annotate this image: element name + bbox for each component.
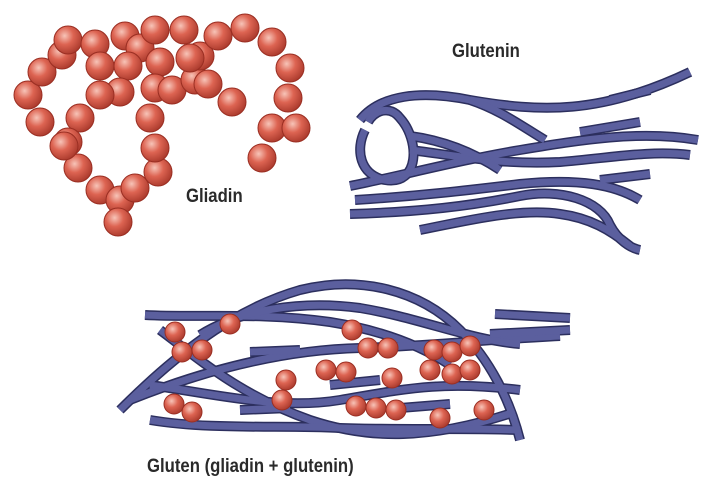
gliadin-bead bbox=[442, 364, 462, 384]
gliadin-bead bbox=[176, 44, 204, 72]
gliadin-bead bbox=[358, 338, 378, 358]
glutenin-strands bbox=[350, 72, 698, 250]
gluten-label: Gluten (gliadin + glutenin) bbox=[147, 456, 354, 478]
gliadin-bead bbox=[382, 368, 402, 388]
gliadin-bead bbox=[424, 340, 444, 360]
gliadin-bead bbox=[141, 16, 169, 44]
gliadin-bead bbox=[121, 174, 149, 202]
gliadin-bead bbox=[346, 396, 366, 416]
gliadin-bead bbox=[258, 28, 286, 56]
gliadin-bead bbox=[442, 342, 462, 362]
gliadin-bead bbox=[192, 340, 212, 360]
gliadin-bead bbox=[460, 360, 480, 380]
gliadin-bead bbox=[182, 402, 202, 422]
gliadin-bead bbox=[248, 144, 276, 172]
gliadin-bead bbox=[218, 88, 246, 116]
gliadin-bead bbox=[276, 54, 304, 82]
gliadin-bead bbox=[316, 360, 336, 380]
gliadin-bead bbox=[86, 52, 114, 80]
gliadin-bead-chain bbox=[14, 14, 310, 236]
gliadin-bead bbox=[146, 48, 174, 76]
gliadin-bead bbox=[474, 400, 494, 420]
gliadin-bead bbox=[342, 320, 362, 340]
glutenin-label: Glutenin bbox=[452, 41, 520, 63]
gliadin-bead bbox=[378, 338, 398, 358]
gliadin-bead bbox=[204, 22, 232, 50]
gliadin-bead bbox=[460, 336, 480, 356]
gliadin-bead bbox=[420, 360, 440, 380]
gliadin-bead bbox=[272, 390, 292, 410]
gliadin-bead bbox=[276, 370, 296, 390]
gliadin-bead bbox=[165, 322, 185, 342]
gliadin-bead bbox=[172, 342, 192, 362]
gliadin-bead bbox=[136, 104, 164, 132]
gliadin-bead bbox=[430, 408, 450, 428]
gliadin-bead bbox=[386, 400, 406, 420]
gliadin-bead bbox=[104, 208, 132, 236]
gliadin-bead bbox=[170, 16, 198, 44]
gliadin-bead bbox=[114, 52, 142, 80]
gliadin-bead bbox=[274, 84, 302, 112]
gliadin-bead bbox=[50, 132, 78, 160]
gliadin-bead bbox=[366, 398, 386, 418]
gliadin-bead bbox=[144, 158, 172, 186]
gliadin-bead bbox=[220, 314, 240, 334]
gliadin-bead bbox=[54, 26, 82, 54]
gliadin-bead bbox=[336, 362, 356, 382]
gliadin-bead bbox=[141, 134, 169, 162]
gliadin-bead bbox=[26, 108, 54, 136]
gliadin-bead bbox=[164, 394, 184, 414]
gliadin-bead bbox=[282, 114, 310, 142]
gliadin-bead bbox=[231, 14, 259, 42]
gliadin-label: Gliadin bbox=[186, 186, 243, 208]
gliadin-bead bbox=[194, 70, 222, 98]
gliadin-bead bbox=[86, 81, 114, 109]
